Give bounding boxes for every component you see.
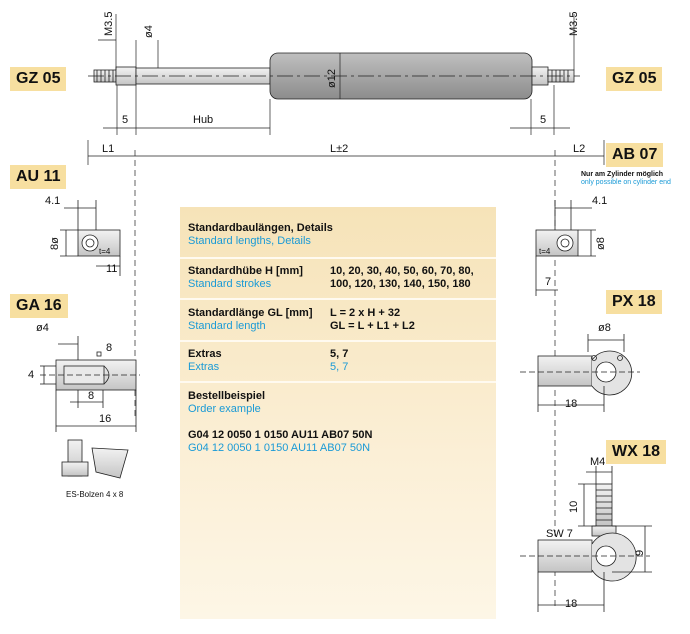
strokes-values-1: 10, 20, 30, 40, 50, 60, 70, 80, [330,265,474,277]
wx18-drawing [520,466,652,612]
ga16-dim-8: 8 [88,390,95,402]
ab07-drawing [535,200,596,296]
lengths-en: Standard lengths, Details [188,235,311,247]
ga16-dim-16: 16 [99,413,112,425]
ab07-note: Nur am Zylinder möglich only possible on… [581,171,671,187]
ab07-note-en: only possible on cylinder end [581,179,671,186]
px18-drawing [520,334,640,412]
wx18-dim-m4: M4 [590,456,606,468]
length-en: Standard length [188,320,266,332]
extras-value-en: 5, 7 [330,361,349,373]
tag-ga16: GA 16 [10,294,68,318]
ab07-dim-t4: t=4 [539,247,551,256]
wx18-dim-10: 10 [568,500,580,513]
tag-px18: PX 18 [606,290,662,314]
au11-dim-t4: t=4 [99,247,111,256]
specs-panel: Standardbaulängen, Details Standard leng… [180,207,496,619]
extras-value-de: 5, 7 [330,348,349,360]
order-row: Bestellbeispiel Order example G04 12 005… [188,390,490,455]
dim-5-right: 5 [540,114,547,126]
ab07-dim-41: 4.1 [592,195,608,207]
dim-m35-left: M3.5 [103,11,115,36]
au11-dim-11: 11 [106,263,118,275]
strokes-en: Standard strokes [188,278,272,290]
wx18-dim-sw7: SW 7 [546,528,573,540]
au11-dim-phi8: 8ø [49,237,61,250]
tag-wx18: WX 18 [606,440,667,464]
ab07-dim-7: 7 [545,276,552,288]
dim-5-left: 5 [122,114,129,126]
lengths-de: Standardbaulängen, Details [188,222,333,234]
dim-phi12: ø12 [326,69,338,88]
divider [180,340,496,342]
es-bolzen-label: ES-Bolzen 4 x 8 [66,490,124,499]
dim-l-tol: L±2 [330,143,349,155]
dim-l2: L2 [573,143,586,155]
px18-dim-18: 18 [565,398,578,410]
dim-l1: L1 [102,143,115,155]
lengths-row: Standardbaulängen, Details Standard leng… [188,222,490,248]
divider [180,381,496,383]
extras-row: Extras Extras 5, 7 5, 7 [188,348,490,374]
order-de: Bestellbeispiel [188,390,266,402]
divider [180,298,496,300]
extras-de: Extras [188,348,222,360]
ga16-dim-4: 4 [28,369,35,381]
ab07-dim-phi8: ø8 [595,237,607,250]
wx18-dim-18: 18 [565,598,578,610]
divider [180,257,496,259]
order-en: Order example [188,403,261,415]
tag-au11: AU 11 [10,165,67,189]
length-formula-1: L = 2 x H + 32 [330,307,401,319]
px18-dim-phi8: ø8 [598,322,611,334]
length-formula-2: GL = L + L1 + L2 [330,320,415,332]
extras-en: Extras [188,361,220,373]
tag-gz05-right: GZ 05 [606,67,663,91]
ga16-dim-phi4: ø4 [36,322,49,334]
wx18-dim-9: 9 [634,549,646,556]
strokes-row: Standardhübe H [mm] Standard strokes 10,… [188,265,490,291]
au11-drawing [60,200,121,276]
dim-m35-right: M3.5 [568,11,580,36]
order-code-en: G04 12 0050 1 0150 AU11 AB07 50N [188,442,371,454]
ga16-dim-8-top: 8 [106,342,113,354]
length-de: Standardlänge GL [mm] [188,307,313,319]
ab07-note-de: Nur am Zylinder möglich [581,171,664,178]
tag-ab07: AB 07 [606,143,664,167]
order-code-de: G04 12 0050 1 0150 AU11 AB07 50N [188,429,373,441]
strokes-values-2: 100, 120, 130, 140, 150, 180 [330,278,471,290]
au11-dim-41: 4.1 [45,195,61,207]
dim-phi4-rod: ø4 [143,25,155,38]
gas-spring-drawing [88,52,580,100]
ga16-drawing [40,336,140,479]
tag-gz05-left: GZ 05 [10,67,67,91]
length-row: Standardlänge GL [mm] Standard length L … [188,307,490,333]
dim-hub: Hub [193,114,214,126]
strokes-de: Standardhübe H [mm] [188,265,303,277]
